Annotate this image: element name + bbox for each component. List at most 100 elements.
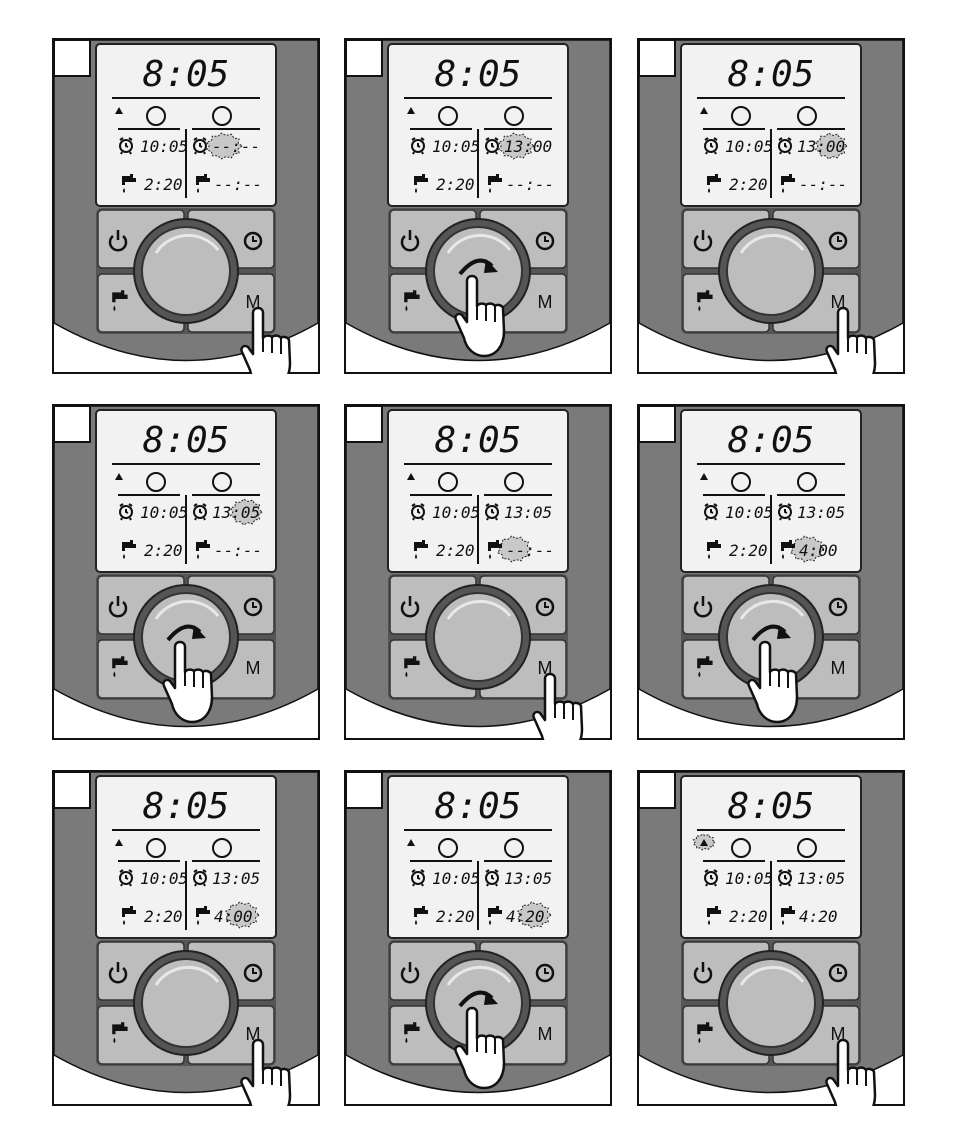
program-1-indicator	[731, 106, 751, 126]
program-2-indicator	[504, 838, 524, 858]
clock-time: 8:05	[143, 54, 230, 95]
program-indicator-triangle	[407, 473, 415, 480]
rotate-arrow-icon	[751, 624, 791, 642]
program-2-duration: --:--	[506, 541, 554, 560]
program-2-duration: 4:00	[799, 541, 838, 560]
clock-time: 8:05	[728, 420, 815, 461]
alarm-clock-icon	[778, 869, 792, 887]
control-buttons: M	[96, 574, 276, 700]
power-icon	[693, 596, 713, 618]
program-1-duration: 2:20	[144, 907, 183, 926]
start-hours-highlight	[497, 132, 535, 160]
rotate-arrow-icon	[458, 258, 498, 276]
clock-icon	[828, 963, 848, 983]
program-1-start-time: 10:05	[432, 503, 480, 522]
pointing-hand-icon	[825, 1038, 877, 1106]
program-1-duration: 2:20	[144, 175, 183, 194]
tap-icon	[707, 174, 721, 193]
step-number-box	[638, 771, 676, 809]
power-icon	[108, 962, 128, 984]
power-icon	[693, 230, 713, 252]
control-knob[interactable]	[141, 226, 231, 316]
duration-hours-highlight	[789, 535, 825, 563]
menu-button-label: M	[538, 292, 553, 312]
alarm-clock-icon	[778, 503, 792, 521]
tap-icon	[112, 656, 128, 678]
clock-time: 8:05	[435, 420, 522, 461]
program-2-duration: 4:00	[214, 907, 253, 926]
clock-time: 8:05	[435, 786, 522, 827]
tap-icon	[697, 1022, 713, 1044]
lcd-display: 8:05 10:05 13:05 2:20 --:--	[387, 409, 569, 573]
step-number-box	[53, 771, 91, 809]
clock-time: 8:05	[143, 420, 230, 461]
power-icon	[108, 230, 128, 252]
program-2-start-time: 13:05	[212, 503, 260, 522]
tap-icon	[707, 906, 721, 925]
clock-time: 8:05	[728, 786, 815, 827]
alarm-clock-icon	[704, 137, 718, 155]
program-2-indicator	[797, 838, 817, 858]
clock-icon	[535, 963, 555, 983]
tap-icon	[414, 540, 428, 559]
program-2-start-time: 13:05	[212, 869, 260, 888]
program-1-duration: 2:20	[729, 541, 768, 560]
tap-icon	[404, 290, 420, 312]
control-buttons: M	[96, 208, 276, 334]
program-2-start-time: 13:00	[504, 137, 552, 156]
program-2-start-time: 13:05	[797, 503, 845, 522]
menu-button-label: M	[246, 658, 261, 678]
control-knob[interactable]	[726, 226, 816, 316]
step-number-box	[638, 405, 676, 443]
program-indicator-triangle	[407, 839, 415, 846]
program-1-indicator	[438, 838, 458, 858]
program-1-indicator	[146, 472, 166, 492]
program-1-duration: 2:20	[436, 907, 475, 926]
program-indicator-triangle	[700, 473, 708, 480]
control-knob[interactable]	[726, 958, 816, 1048]
tap-icon	[404, 1022, 420, 1044]
step-illustration: 8:05 10:05 13:05 2:20 --:-- M	[344, 404, 612, 740]
alarm-clock-icon	[193, 869, 207, 887]
alarm-clock-icon	[411, 869, 425, 887]
control-knob[interactable]	[141, 958, 231, 1048]
program-2-indicator	[504, 472, 524, 492]
duration-minutes-highlight	[516, 901, 552, 929]
program-2-start-time: 13:05	[504, 503, 552, 522]
program-2-duration: --:--	[214, 541, 262, 560]
tap-icon	[196, 906, 210, 925]
program-2-duration: 4:20	[506, 907, 545, 926]
pointing-hand-icon	[747, 640, 799, 724]
tap-icon	[781, 174, 795, 193]
pointing-hand-icon	[162, 640, 214, 724]
clock-time: 8:05	[728, 54, 815, 95]
power-icon	[400, 596, 420, 618]
step-number-box	[345, 39, 383, 77]
program-2-indicator	[504, 106, 524, 126]
step-number-box	[53, 405, 91, 443]
program-1-duration: 2:20	[436, 541, 475, 560]
step-number-box	[345, 405, 383, 443]
program-1-indicator	[146, 838, 166, 858]
step-number-box	[345, 771, 383, 809]
alarm-clock-icon	[704, 869, 718, 887]
alarm-clock-icon	[193, 503, 207, 521]
program-1-start-time: 10:05	[725, 869, 773, 888]
clock-icon	[243, 597, 263, 617]
control-knob[interactable]	[433, 592, 523, 682]
program-1-duration: 2:20	[729, 907, 768, 926]
program-2-start-time: --:--	[212, 137, 260, 156]
control-buttons: M	[388, 574, 568, 700]
control-buttons: M	[681, 940, 861, 1066]
program-2-duration: 4:20	[799, 907, 838, 926]
